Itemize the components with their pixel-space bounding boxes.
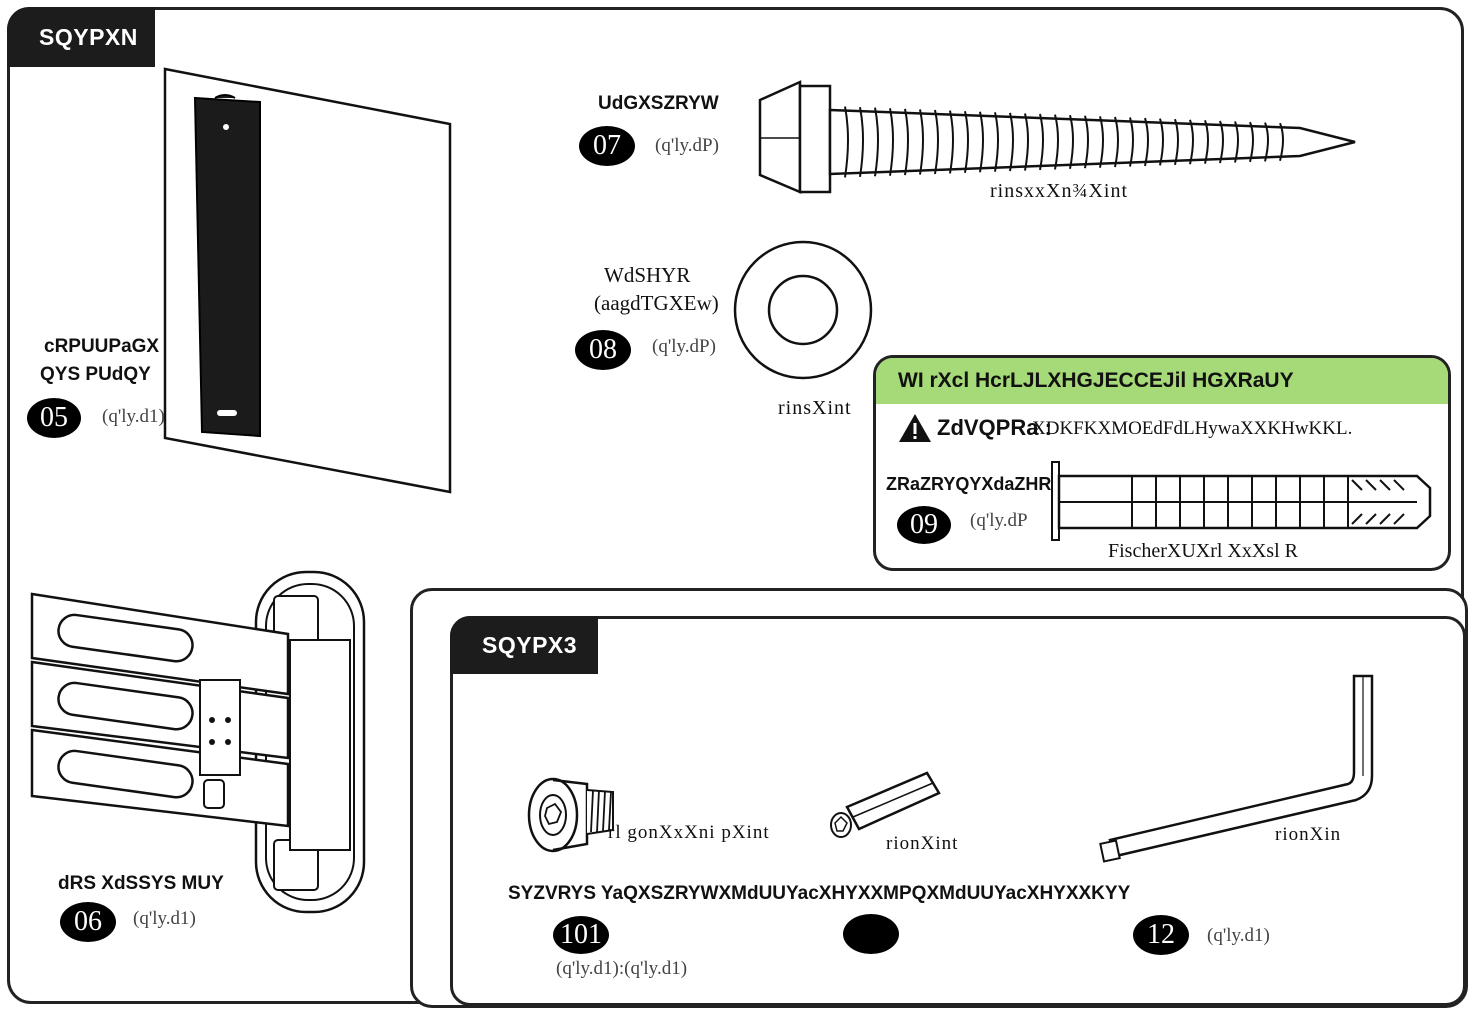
part-08-qty: (q'ly.dP) [652,336,716,357]
warning-box: WI rXcl HcrLJLXHGJECCEJil HGXRaUY [873,355,1451,571]
socket-screw-illustration [527,777,614,853]
part-09-name: ZRaZRYQYXdaZHRR [886,474,1065,494]
part-05-name-line2: QYS PUdQY [40,364,151,385]
part-07-name: UdGXSZRYW [598,93,719,114]
wall-plate-illustration [163,67,452,494]
part-09-dimension: FischerXUXrl XxXsl R [1108,540,1298,562]
part-10-dimension: rl gonXxXni pXint [608,822,770,843]
warning-header: WI rXcl HcrLJLXHGJECCEJil HGXRaUY [876,358,1448,404]
wall-anchor-illustration [1051,461,1432,541]
step3-tab: SQYPX3 [450,616,598,674]
part-08-dimension: rinsXint [778,397,852,419]
warning-triangle-icon [899,414,931,442]
part-09-qty: (q'ly.dP [970,510,1028,531]
part-05-qty: (q'ly.d1) [102,406,165,427]
part-11-dimension: rionXint [886,833,959,854]
part-06-name: dRS XdSSYS MUY [58,873,224,894]
part-09-badge: 09 [897,506,951,544]
part-07-badge: 07 [579,126,635,166]
part-11-badge [843,914,899,954]
part-08-badge: 08 [575,330,631,370]
step1-tab: SQYPXN [7,7,155,67]
spacer-illustration [830,771,941,838]
washer-illustration [733,240,873,380]
step3-caption: SYZVRYS YaQXSZRYWXMdUUYacXHYXXMPQXMdUUYa… [508,883,1131,904]
part-08-name-line2: (aagdTGXEw) [594,291,719,315]
warning-title: ZdVQPRa : [937,415,1052,440]
part-06-badge: 06 [60,902,116,942]
part-06-qty: (q'ly.d1) [133,908,196,929]
warning-text: XDKFKXMOEdFdLHywaXXKHwKKL. [1032,418,1353,439]
part-10-badge: 101 [553,916,609,954]
arm-assembly-illustration [30,570,366,914]
lag-bolt-illustration [758,80,1356,194]
part-12-qty: (q'ly.d1) [1207,925,1270,946]
part-08-name-line1: WdSHYR [604,263,691,287]
part-10-qty: (q'ly.d1):(q'ly.d1) [556,958,688,979]
allen-key-illustration [1099,674,1374,863]
part-05-badge: 05 [27,398,81,438]
part-07-qty: (q'ly.dP) [655,135,719,156]
part-05-name-line1: cRPUUPaGX [44,336,160,357]
part-12-badge: 12 [1133,915,1189,955]
part-12-dimension: rionXin [1275,824,1342,845]
part-07-dimension: rinsxxXn¾Xint [990,180,1128,202]
